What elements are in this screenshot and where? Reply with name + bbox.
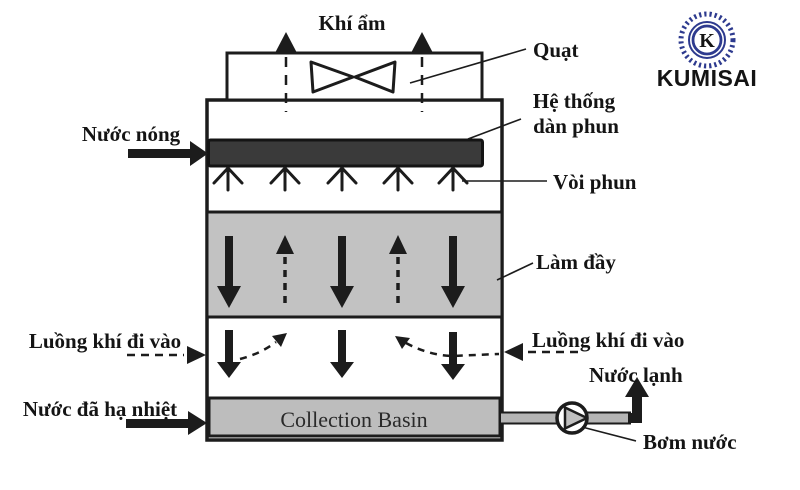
cold-water-label: Nước lạnh <box>589 363 683 387</box>
fan-blade-icon <box>309 60 397 94</box>
air-curve-arrowhead <box>395 336 410 349</box>
spray-system-label-2: dàn phun <box>533 114 619 138</box>
spray-nozzle-label: Vòi phun <box>553 170 637 194</box>
leader-lines <box>409 48 637 442</box>
pump-rotor-icon <box>563 406 589 430</box>
logo-brand-text: KUMISAI <box>657 65 758 91</box>
spray-header-bar <box>207 138 484 168</box>
spray-nozzle-icons <box>212 166 469 192</box>
water-down-arrow <box>441 332 465 380</box>
spray-system-label-1: Hệ thống <box>533 89 616 113</box>
cooled-water-arrow <box>126 411 207 435</box>
up-arrow-icon <box>411 32 433 53</box>
air-up-arrow <box>389 235 407 254</box>
water-down-arrow <box>330 330 354 378</box>
logo-inner-circle <box>691 24 723 56</box>
water-down-arrow <box>217 236 241 308</box>
fill-pack-section <box>205 210 504 319</box>
logo-wreath-icon <box>678 11 736 69</box>
fill-flow-arrows <box>217 235 465 308</box>
air-inlet-right-arrow <box>504 343 578 361</box>
water-down-arrow <box>217 330 241 378</box>
cold-water-outlet-arrow <box>625 377 649 423</box>
fan-label: Quạt <box>533 38 579 62</box>
water-pump-label: Bơm nước <box>643 430 737 454</box>
fill-pack-label: Làm đầy <box>536 250 616 274</box>
water-down-arrow <box>330 236 354 308</box>
hot-water-label: Nước nóng <box>82 122 181 146</box>
cooled-water-label: Nước đã hạ nhiệt <box>23 397 177 421</box>
air-inlet-left-label: Luồng khí đi vào <box>29 329 181 353</box>
air-curve-arrowhead <box>272 333 287 347</box>
air-inlet-section-arrows <box>217 330 500 380</box>
collection-basin-label: Collection Basin <box>280 407 427 432</box>
water-down-arrow <box>441 236 465 308</box>
kumisai-logo: K KUMISAI <box>657 11 758 91</box>
moist-air-arrows <box>275 32 433 112</box>
up-arrow-icon <box>275 32 297 53</box>
air-inlet-right-label: Luồng khí đi vào <box>532 328 684 352</box>
air-inlet-left-arrow <box>127 346 206 364</box>
air-up-arrow <box>276 235 294 254</box>
logo-monogram: K <box>699 30 715 52</box>
hot-water-inlet-arrow <box>128 141 208 166</box>
moist-air-label: Khí ẩm <box>318 11 386 35</box>
